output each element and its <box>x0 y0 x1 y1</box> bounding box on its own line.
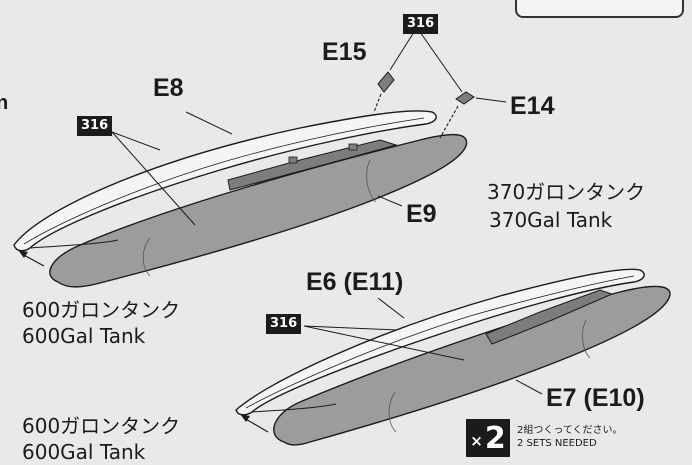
leader-e8 <box>185 111 233 135</box>
tank-370-jp: 370ガロンタンク <box>487 180 646 204</box>
label-e6: E6 (E11) <box>306 268 404 296</box>
assembly-arrow-lower <box>243 417 269 433</box>
part-e7-seam-2 <box>582 319 591 359</box>
leader-316-upper-b <box>111 131 161 151</box>
assembly-arrow-lower-head <box>240 414 250 422</box>
label-e9: E9 <box>406 200 437 228</box>
label-e15: E15 <box>322 38 367 66</box>
part-e9-seam <box>142 237 151 277</box>
sets-note: 2組つくってください。 2 SETS NEEDED <box>517 424 623 450</box>
part-e9-body <box>49 133 468 288</box>
paint-badge-top: 316 <box>403 14 439 34</box>
multiplier-count: 2 <box>484 420 506 456</box>
tank-600-lower-jp: 600ガロンタンク <box>22 414 181 438</box>
leader-e14 <box>475 97 507 103</box>
corner-frame <box>515 0 684 18</box>
leader-316-lower-b <box>303 325 399 331</box>
leader-e7 <box>515 379 543 395</box>
assembly-arrow-upper-head <box>18 250 28 258</box>
paint-badge-lower: 316 <box>266 314 302 334</box>
part-e7-body <box>273 285 671 446</box>
part-e7-ridge <box>485 289 614 345</box>
part-e14-arrow <box>439 105 459 139</box>
leader-316-top-a <box>389 31 415 71</box>
multiply-icon: × <box>470 432 483 450</box>
part-e8-shell <box>13 110 437 252</box>
tank-600-lower-en: 600Gal Tank <box>22 440 146 464</box>
leader-316-upper-a <box>111 131 196 226</box>
part-e15 <box>377 71 395 93</box>
edge-fragment-label: n <box>0 92 9 114</box>
part-e6-flange <box>251 403 337 413</box>
leader-e9 <box>377 195 403 207</box>
leader-316-lower-a <box>303 325 465 361</box>
sets-note-jp: 2組つくってください。 <box>517 425 623 436</box>
part-e9-pin-1 <box>288 156 298 164</box>
part-e6-shell <box>235 268 645 416</box>
assembly-arrow-upper <box>21 253 45 267</box>
leader-e6 <box>377 297 405 319</box>
tank-600-upper-en: 600Gal Tank <box>22 324 146 348</box>
part-e9-ridge <box>227 139 398 191</box>
sets-note-en: 2 SETS NEEDED <box>517 438 597 449</box>
part-e8-flange <box>29 239 119 249</box>
tank-370-en: 370Gal Tank <box>489 208 613 232</box>
part-e8-inner <box>23 117 425 245</box>
multiplier-badge: × 2 <box>466 419 510 457</box>
small-parts <box>373 31 507 139</box>
paint-badge-upper: 316 <box>77 116 113 136</box>
part-e9-pin-2 <box>348 143 358 151</box>
part-e14 <box>455 91 475 105</box>
leader-316-top-b <box>419 31 463 93</box>
tank-lower <box>235 268 671 446</box>
tank-upper <box>13 110 468 288</box>
label-e14: E14 <box>510 92 555 120</box>
part-e9-seam-2 <box>366 159 377 203</box>
part-e7-seam <box>388 391 397 433</box>
label-e7: E7 (E10) <box>546 384 645 412</box>
part-e15-arrow <box>373 93 382 113</box>
tank-600-upper-jp: 600ガロンタンク <box>22 298 181 322</box>
label-e8: E8 <box>153 74 184 102</box>
part-e6-inner <box>245 275 635 409</box>
